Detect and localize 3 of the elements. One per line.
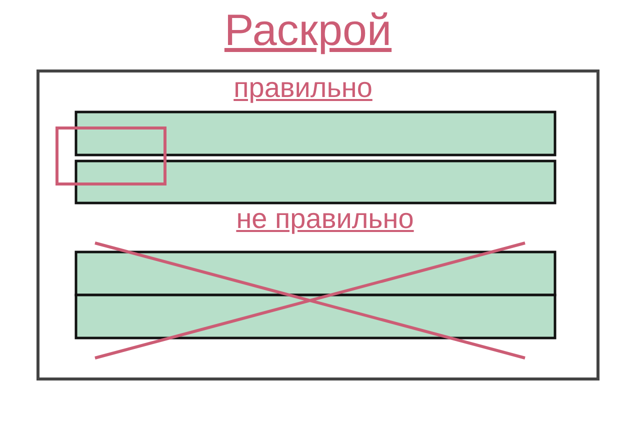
section-label: правильно [234, 72, 372, 104]
section-label: не правильно [236, 203, 414, 235]
title: Раскрой [224, 6, 392, 56]
